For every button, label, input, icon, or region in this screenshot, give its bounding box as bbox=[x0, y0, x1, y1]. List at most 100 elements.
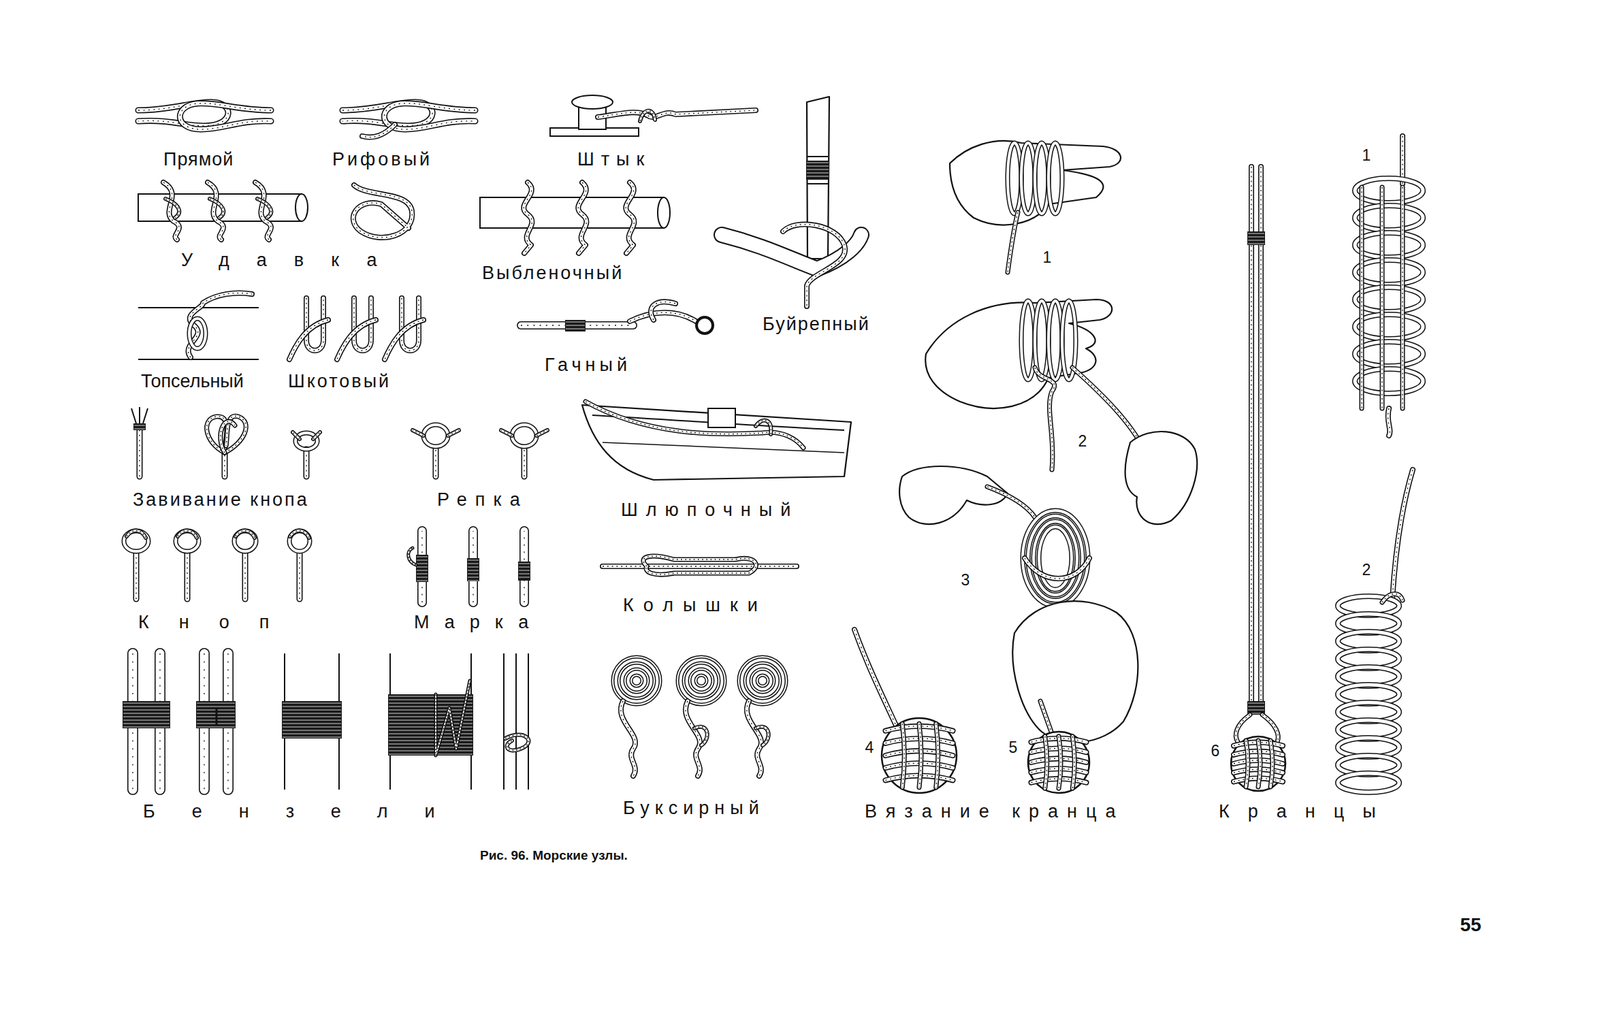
seizing bbox=[133, 423, 146, 431]
seizing-turn bbox=[388, 754, 473, 756]
rope-body bbox=[235, 531, 255, 538]
rope-twist bbox=[902, 723, 905, 788]
rope-body bbox=[289, 320, 329, 360]
rope-twist bbox=[919, 723, 922, 788]
callout-number: 5 bbox=[1009, 738, 1018, 757]
rope-body bbox=[643, 556, 756, 575]
rope-turn bbox=[1354, 232, 1423, 258]
seizing-turn bbox=[282, 720, 342, 722]
rope-twist bbox=[163, 182, 180, 240]
rope-twist bbox=[305, 449, 307, 477]
seizing-turn bbox=[467, 580, 479, 582]
rope-body bbox=[1250, 166, 1254, 709]
rope-twist bbox=[1381, 187, 1383, 409]
hand bbox=[1012, 601, 1138, 743]
rope-body bbox=[408, 548, 416, 566]
seizing-turn bbox=[416, 570, 428, 572]
ball-outline bbox=[1230, 736, 1286, 792]
rope-twist bbox=[1260, 166, 1261, 709]
rope-body bbox=[1245, 740, 1248, 788]
rope-turn bbox=[1354, 287, 1423, 312]
callout-number: 3 bbox=[961, 571, 971, 589]
seizing-turn bbox=[282, 703, 342, 704]
rope-turn bbox=[123, 531, 149, 552]
rope-outline bbox=[353, 185, 413, 238]
spar-line bbox=[138, 358, 259, 361]
rope-outline bbox=[936, 723, 939, 788]
rope-turn-body bbox=[1354, 341, 1423, 367]
rope-body bbox=[304, 449, 309, 477]
rope-body bbox=[1270, 740, 1273, 788]
seizing-turn bbox=[388, 716, 473, 718]
ball-outline bbox=[1028, 731, 1090, 794]
callout-number: 2 bbox=[1362, 561, 1372, 579]
rope-body bbox=[650, 301, 676, 320]
page-number: 55 bbox=[1459, 914, 1481, 937]
rope-body bbox=[188, 293, 252, 358]
rope-body bbox=[177, 531, 197, 538]
rope-turn bbox=[1028, 516, 1083, 601]
anchor-buoy-rope-hitch bbox=[721, 96, 862, 307]
rope-outline bbox=[585, 401, 804, 448]
rope-body bbox=[523, 182, 532, 254]
rope-outline bbox=[1040, 701, 1052, 734]
anchor-band bbox=[807, 155, 828, 158]
rope-outline bbox=[1270, 740, 1273, 788]
fender-making-step-1 bbox=[949, 140, 1121, 273]
rope-body bbox=[602, 565, 797, 569]
rope-twist bbox=[1024, 558, 1090, 579]
rope-turn bbox=[618, 663, 655, 699]
rope-outline bbox=[1245, 740, 1248, 788]
rope-twist bbox=[523, 449, 525, 477]
rope-turn bbox=[625, 669, 649, 693]
callout-number: 4 bbox=[865, 738, 875, 757]
rope-twist bbox=[640, 110, 655, 122]
seizing bbox=[281, 701, 342, 739]
rope-twist bbox=[209, 198, 224, 218]
strand bbox=[138, 407, 141, 424]
rope-outline bbox=[188, 293, 252, 358]
seizing-turn bbox=[416, 563, 428, 565]
seizing-turn bbox=[806, 162, 829, 164]
rope-turn bbox=[1354, 205, 1423, 231]
rope-twist bbox=[1040, 701, 1052, 734]
rope-body bbox=[134, 552, 139, 600]
rope-twist bbox=[694, 727, 708, 746]
rope-body bbox=[1382, 594, 1403, 603]
rope-twist bbox=[384, 320, 424, 360]
seizing-turn bbox=[518, 567, 530, 568]
seizing-turn bbox=[282, 737, 342, 739]
rope-twist bbox=[135, 552, 137, 600]
rope-outline bbox=[578, 182, 587, 254]
rope-twist bbox=[685, 701, 700, 777]
rope-body bbox=[337, 320, 376, 360]
rope-body bbox=[313, 432, 320, 440]
rope-body bbox=[1007, 212, 1018, 273]
seizing-turn bbox=[467, 573, 479, 575]
rope-body bbox=[290, 531, 310, 538]
rope-outline bbox=[597, 110, 756, 118]
boat-strake bbox=[602, 442, 845, 453]
rope-body bbox=[1388, 408, 1391, 436]
rope-turn-body bbox=[1354, 232, 1423, 258]
rope-turn-body bbox=[738, 657, 787, 705]
rope-twist bbox=[501, 430, 512, 436]
rope-turn-body bbox=[175, 531, 199, 552]
rope-twist bbox=[746, 701, 762, 777]
rope-body bbox=[220, 421, 235, 453]
rope-twist bbox=[643, 556, 756, 575]
rope-body bbox=[257, 198, 271, 218]
rope-body bbox=[522, 449, 527, 477]
seizing-turn bbox=[282, 727, 342, 728]
rope-body bbox=[353, 185, 413, 238]
rope-turn-body bbox=[1354, 178, 1423, 203]
knot-name: Выбленочный bbox=[482, 262, 624, 284]
rope-outline bbox=[1380, 187, 1385, 409]
rope-turn bbox=[1354, 178, 1423, 203]
rope-twist bbox=[1388, 408, 1391, 436]
seizing-turn bbox=[388, 720, 473, 722]
seizing-turn bbox=[123, 706, 170, 708]
rope-outline bbox=[220, 421, 235, 453]
rope-twist bbox=[207, 182, 224, 240]
seizing-turn bbox=[1248, 706, 1265, 708]
